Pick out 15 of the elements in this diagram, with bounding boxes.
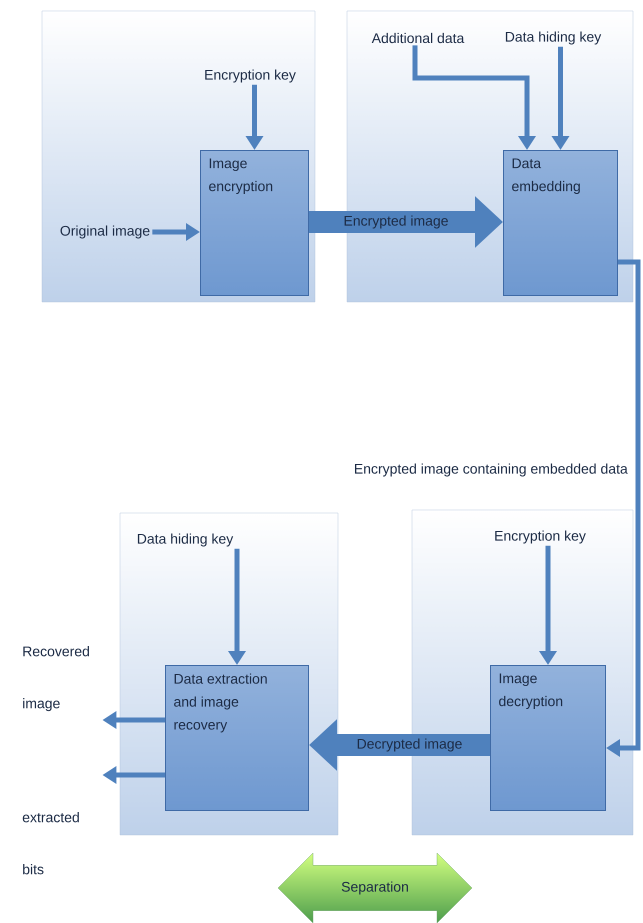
input-label: Original image	[60, 225, 150, 238]
input-label: Encryption key	[495, 530, 586, 544]
input-label: Encryption key	[205, 69, 296, 82]
edge-label: Encrypted image containing embedded data	[352, 461, 630, 479]
process-box: Data extraction and image recovery	[165, 665, 309, 811]
process-box: Data embedding	[503, 150, 618, 296]
output-label: Recovered image	[23, 646, 89, 712]
input-label: Data hiding key	[138, 533, 234, 547]
edge-label: Decrypted image	[356, 737, 464, 753]
process-box: Image encryption	[200, 150, 309, 296]
output-label: extracted bits	[22, 812, 79, 874]
process-box: Image decryption	[490, 665, 606, 811]
input-label: Additional data	[372, 32, 464, 44]
input-label: Data hiding key	[506, 31, 602, 44]
edge-label: Encrypted image	[342, 214, 450, 230]
